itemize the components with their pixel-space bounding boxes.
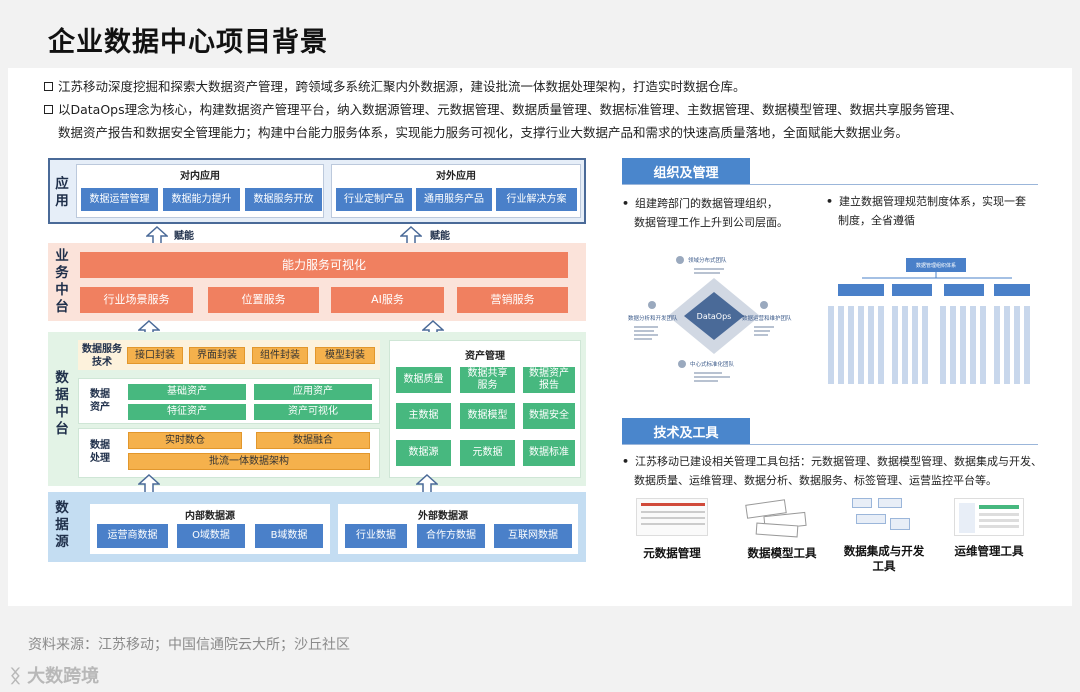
mgmt-7: 数据源 — [396, 440, 451, 466]
src-internal-3: B域数据 — [255, 524, 323, 548]
app-external-1: 行业定制产品 — [336, 188, 412, 211]
app-internal-1: 数据运营管理 — [81, 188, 158, 211]
biz-item-1: 行业场景服务 — [80, 287, 193, 313]
external-app-title: 对外应用 — [436, 171, 476, 182]
mgmt-4: 主数据 — [396, 403, 451, 429]
mgmt-2: 数据共享服务 — [460, 367, 515, 393]
watermark-text: 大数跨境 — [27, 666, 100, 687]
source-layer-label: 数据源 — [55, 500, 69, 550]
app-internal-3: 数据服务开放 — [245, 188, 322, 211]
src-internal-2: O域数据 — [177, 524, 245, 548]
bullet-dot-icon: • — [622, 455, 630, 468]
asset-2: 应用资产 — [254, 384, 372, 400]
tool-thumbnail-1 — [636, 498, 708, 536]
svc-3: 组件封装 — [252, 347, 308, 364]
external-source-title: 外部数据源 — [418, 511, 468, 522]
bullet-square-icon — [44, 105, 53, 114]
bullet-dot-icon: • — [826, 195, 834, 208]
tool-label-4: 运维管理工具 — [954, 544, 1024, 558]
dataops-left-label: 数据分析和开发团队 — [628, 314, 678, 322]
src-external-3: 互联网数据 — [494, 524, 572, 548]
mgmt-9: 数据标准 — [523, 440, 575, 466]
proc-1: 实时数仓 — [128, 432, 242, 449]
org-text-2: • 建立数据管理规范制度体系，实现一套 制度，全省遵循 — [826, 192, 1026, 230]
bullet-2-cont: 数据资产报告和数据安全管理能力；构建中台能力服务体系，实现能力服务可视化，支撑行… — [58, 122, 908, 141]
org-text-1b: 数据管理工作上升到公司层面。 — [634, 216, 788, 229]
tool-label-2: 数据模型工具 — [747, 546, 817, 560]
asset-3: 特征资产 — [128, 404, 246, 420]
bullet-2-text: 以DataOps理念为核心，构建数据资产管理平台，纳入数据源管理、元数据管理、数… — [58, 102, 963, 117]
asset-mgmt-title: 资产管理 — [465, 351, 505, 362]
org-text-2b: 制度，全省遵循 — [838, 214, 915, 227]
dataops-center-label: DataOps — [697, 312, 732, 321]
biz-top: 能力服务可视化 — [80, 252, 568, 278]
org-tag-line — [622, 184, 1038, 185]
org-text-2a: 建立数据管理规范制度体系，实现一套 — [839, 195, 1027, 208]
tech-text: • 江苏移动已建设相关管理工具包括：元数据管理、数据模型管理、数据集成与开发、 数… — [622, 452, 1042, 490]
watermark-logo: ᛝ 大数跨境 — [10, 662, 99, 688]
tool-thumbnail-4 — [954, 498, 1024, 536]
data-service-label: 数据服务技术 — [82, 344, 122, 368]
enable-label-2: 赋能 — [430, 231, 450, 242]
org-chart-root-label: 数据管理组织体系 — [916, 262, 956, 269]
org-text-1: • 组建跨部门的数据管理组织， 数据管理工作上升到公司层面。 — [622, 194, 788, 232]
bullet-dot-icon: • — [622, 197, 630, 210]
src-external-1: 行业数据 — [345, 524, 407, 548]
internal-app-title: 对内应用 — [180, 171, 220, 182]
bullet-square-icon — [44, 82, 53, 91]
page-title: 企业数据中心项目背景 — [48, 27, 328, 58]
biz-layer-label: 业务中台 — [55, 248, 69, 315]
tool-label-3: 数据集成与开发工具 — [843, 544, 925, 573]
up-arrow-icon — [138, 474, 160, 494]
biz-item-3: AI服务 — [331, 287, 444, 313]
org-text-1a: 组建跨部门的数据管理组织， — [635, 197, 779, 210]
tool-thumbnail-3 — [850, 496, 914, 536]
biz-item-2: 位置服务 — [208, 287, 319, 313]
app-external-3: 行业解决方案 — [496, 188, 577, 211]
data-asset-label: 数据资产 — [90, 389, 110, 413]
asset-1: 基础资产 — [128, 384, 246, 400]
mgmt-3: 数据资产报告 — [523, 367, 575, 393]
watermark-icon: ᛝ — [10, 666, 21, 687]
svc-2: 界面封装 — [189, 347, 245, 364]
app-layer-label: 应用 — [55, 176, 69, 209]
bullet-2-cont-text: 数据资产报告和数据安全管理能力；构建中台能力服务体系，实现能力服务可视化，支撑行… — [58, 125, 909, 140]
mgmt-5: 数据模型 — [460, 403, 515, 429]
mgmt-8: 元数据 — [460, 440, 515, 466]
dataops-bottom-label: 中心式标准化团队 — [690, 360, 735, 368]
svc-4: 模型封装 — [315, 347, 375, 364]
mgmt-6: 数据安全 — [523, 403, 575, 429]
internal-source-title: 内部数据源 — [185, 511, 235, 522]
proc-3: 批流一体数据架构 — [128, 453, 370, 470]
dataops-top-label: 领域分布式团队 — [688, 256, 727, 264]
asset-4: 资产可视化 — [254, 404, 372, 420]
mgmt-1: 数据质量 — [396, 367, 451, 393]
tech-tag: 技术及工具 — [622, 418, 750, 444]
data-layer-label: 数据中台 — [55, 370, 69, 437]
source-footer: 资料来源：江苏移动；中国信通院云大所；沙丘社区 — [28, 637, 350, 653]
enable-label-1: 赋能 — [174, 231, 194, 242]
org-tag: 组织及管理 — [622, 158, 750, 184]
bullet-2: 以DataOps理念为核心，构建数据资产管理平台，纳入数据源管理、元数据管理、数… — [44, 99, 962, 118]
data-process-label: 数据处理 — [90, 440, 110, 464]
app-internal-2: 数据能力提升 — [163, 188, 240, 211]
src-external-2: 合作方数据 — [417, 524, 485, 548]
up-arrow-icon — [416, 474, 438, 494]
tech-text-b: 数据质量、运维管理、数据分析、数据服务、标签管理、运营监控平台等。 — [634, 474, 997, 487]
dataops-diagram: DataOps 领域分布式团队 数据分析和开发团队 数据运营和维护团队 中心式标… — [628, 256, 792, 382]
tool-label-1: 元数据管理 — [643, 546, 701, 560]
src-internal-1: 运营商数据 — [97, 524, 168, 548]
dataops-right-label: 数据运营和维护团队 — [742, 314, 792, 322]
tech-text-a: 江苏移动已建设相关管理工具包括：元数据管理、数据模型管理、数据集成与开发、 — [635, 455, 1043, 468]
org-chart: 数据管理组织体系 — [828, 258, 1030, 384]
biz-item-4: 营销服务 — [457, 287, 568, 313]
bullet-1: 江苏移动深度挖掘和探索大数据资产管理，跨领域多系统汇聚内外数据源，建设批流一体数… — [44, 76, 746, 95]
bullet-1-text: 江苏移动深度挖掘和探索大数据资产管理，跨领域多系统汇聚内外数据源，建设批流一体数… — [58, 79, 746, 94]
svc-1: 接口封装 — [127, 347, 183, 364]
tech-tag-line — [622, 444, 1038, 445]
tool-thumbnail-2 — [745, 499, 810, 538]
app-external-2: 通用服务产品 — [416, 188, 492, 211]
proc-2: 数据融合 — [256, 432, 370, 449]
